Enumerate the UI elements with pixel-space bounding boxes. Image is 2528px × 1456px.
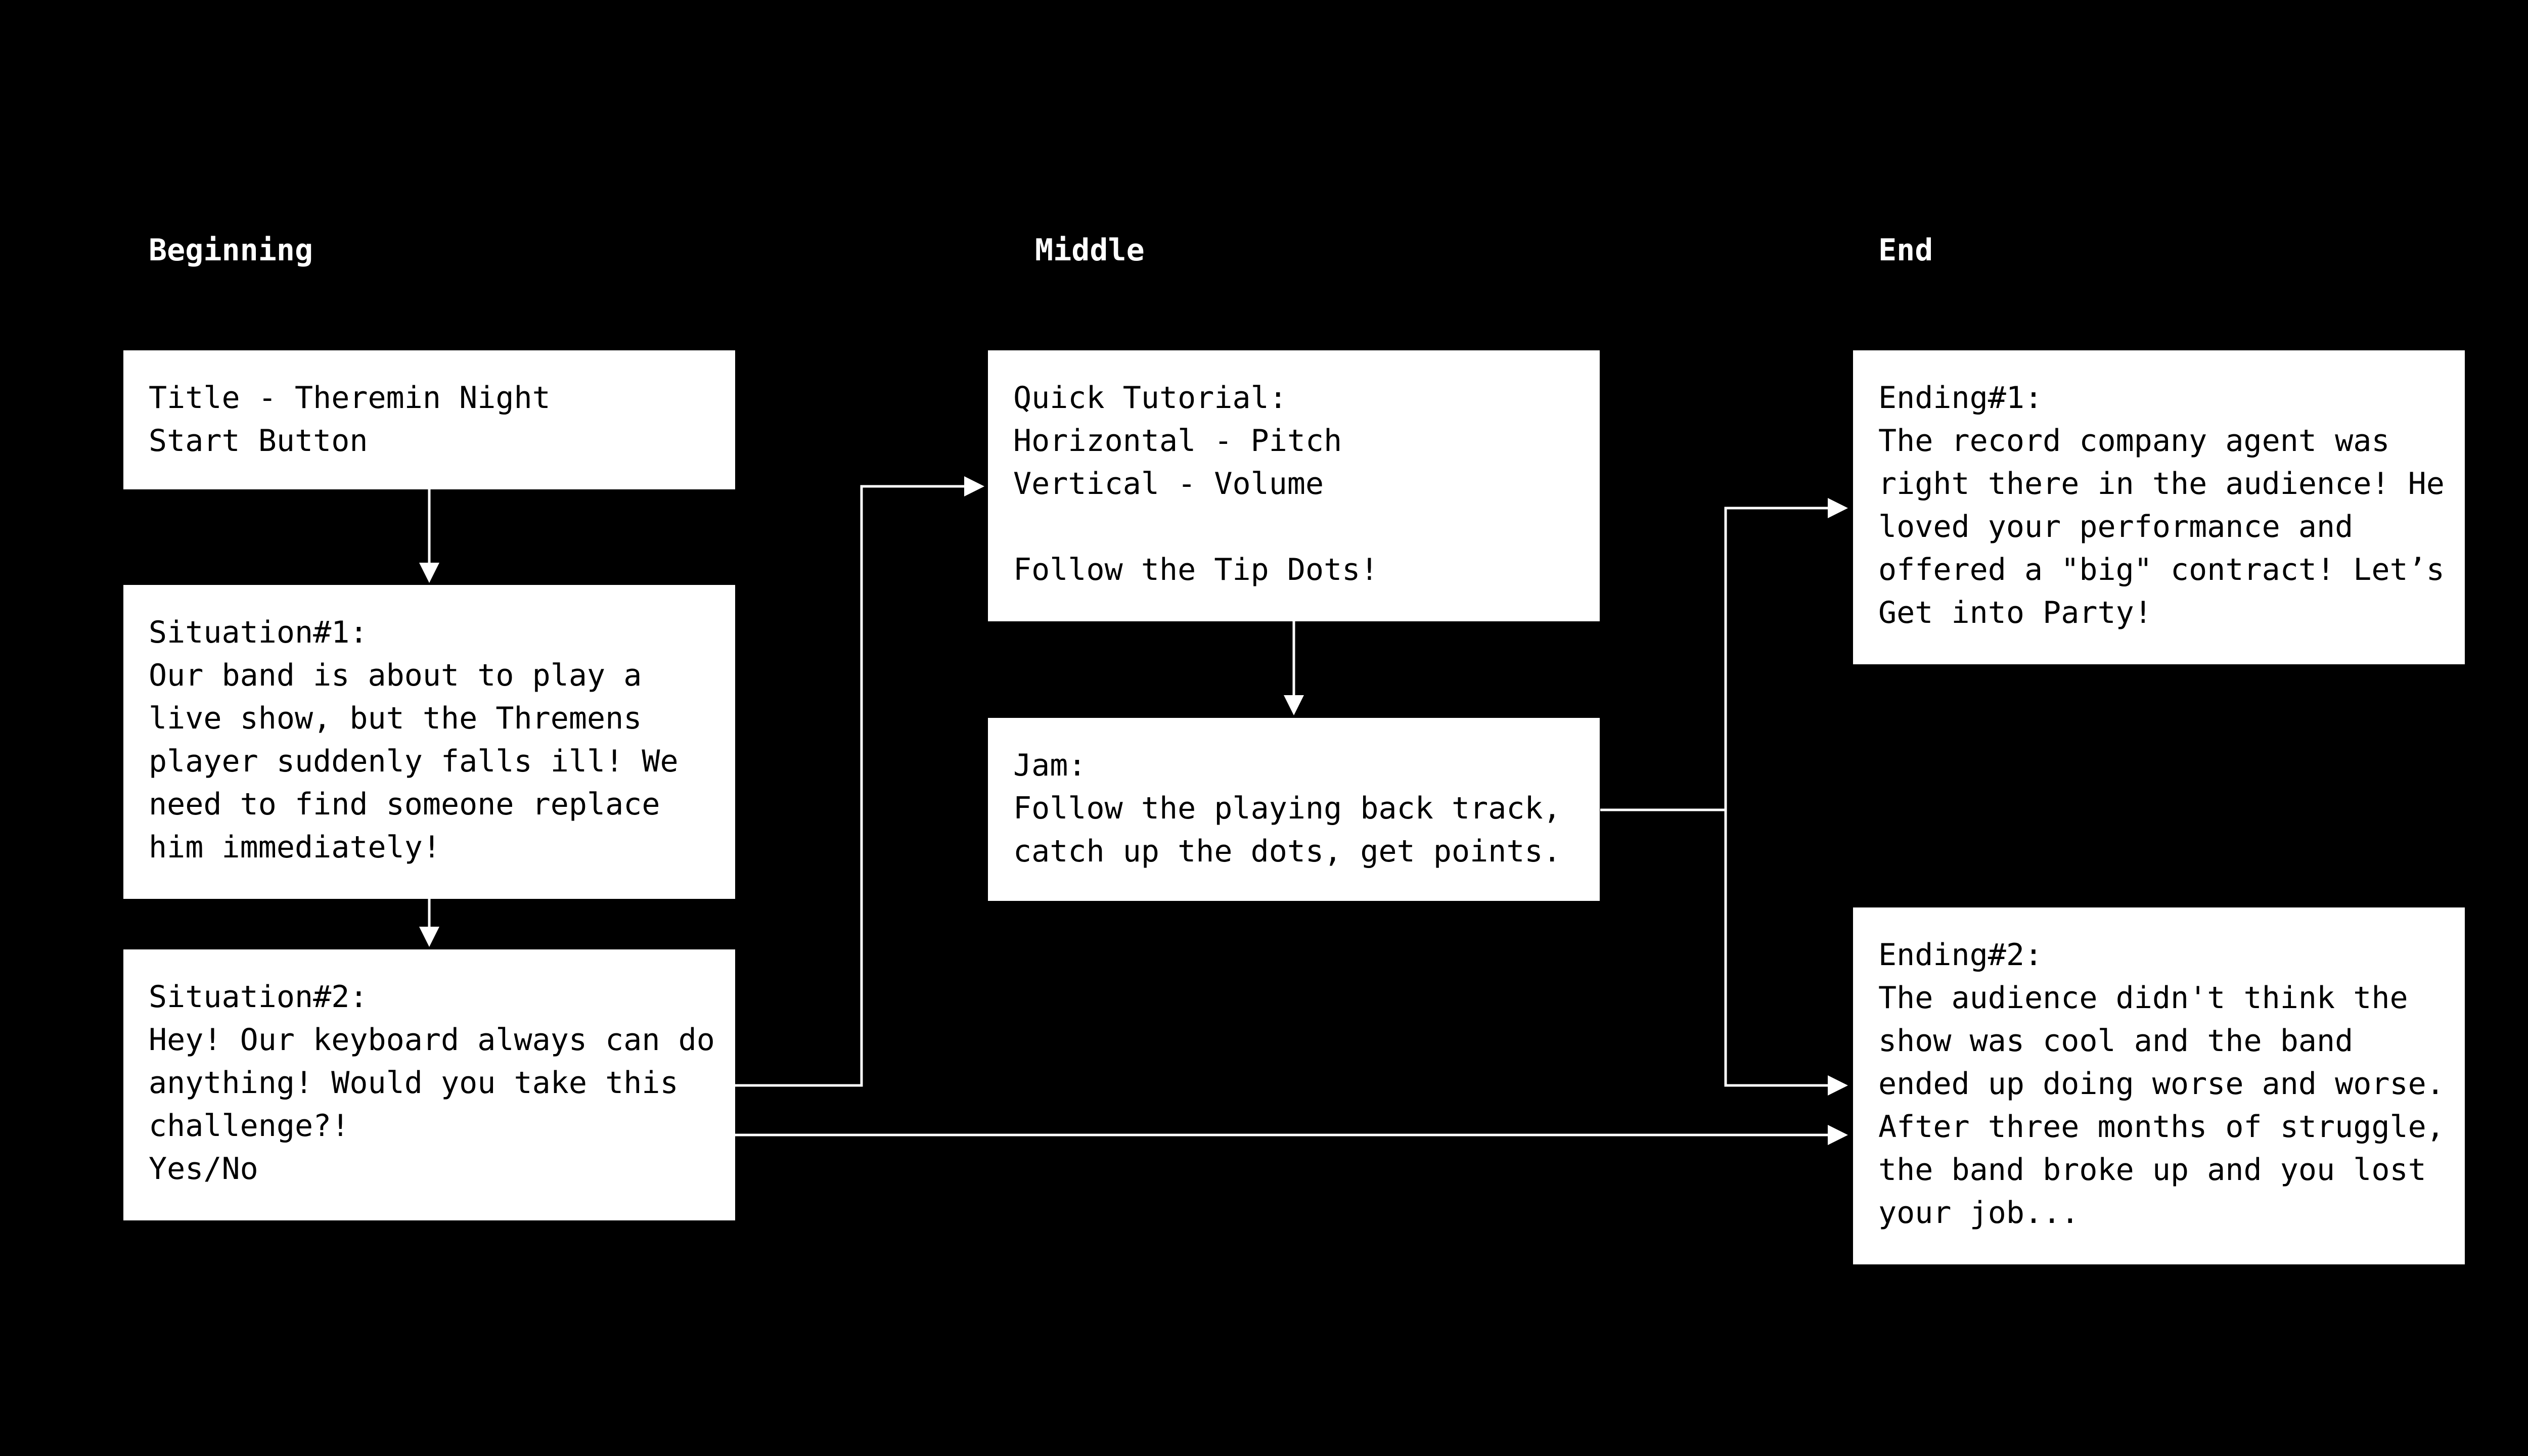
- node-tutorial-line: Quick Tutorial:: [1013, 380, 1287, 416]
- node-title-line: Start Button: [149, 423, 368, 459]
- node-situation1-line: player suddenly falls ill! We: [149, 744, 679, 779]
- node-jam-line: catch up the dots, get points.: [1013, 834, 1561, 869]
- column-heading-beginning: Beginning: [149, 233, 313, 268]
- node-ending2-line: the band broke up and you lost: [1878, 1152, 2426, 1188]
- node-tutorial-line: Horizontal - Pitch: [1013, 423, 1342, 459]
- node-title: Title - Theremin Night Start Button: [123, 350, 735, 489]
- node-ending2-line: The audience didn't think the: [1878, 980, 2408, 1016]
- column-heading-end: End: [1878, 233, 1933, 268]
- column-heading-middle: Middle: [1035, 233, 1145, 268]
- connector-jam-to-ending1: [1600, 498, 1848, 811]
- node-ending2: Ending#2: The audience didn't think the …: [1853, 907, 2465, 1264]
- node-tutorial: Quick Tutorial: Horizontal - Pitch Verti…: [988, 350, 1600, 621]
- node-ending2-line: Ending#2:: [1878, 937, 2043, 973]
- node-situation2-line: challenge?!: [149, 1108, 350, 1144]
- node-ending2-line: show was cool and the band: [1878, 1023, 2354, 1059]
- node-situation1: Situation#1: Our band is about to play a…: [123, 585, 735, 899]
- node-situation1-line: live show, but the Thremens: [149, 701, 642, 736]
- node-tutorial-line: Follow the Tip Dots!: [1013, 552, 1379, 587]
- node-ending1-line: offered a "big" contract! Let’s: [1878, 552, 2445, 587]
- node-ending2-line: After three months of struggle,: [1878, 1109, 2445, 1145]
- node-jam-line: Jam:: [1013, 748, 1087, 783]
- node-ending2-line: your job...: [1878, 1195, 2080, 1231]
- node-ending1-line: The record company agent was: [1878, 423, 2390, 459]
- node-jam-line: Follow the playing back track,: [1013, 791, 1561, 826]
- node-tutorial-line: [1013, 506, 1574, 549]
- node-ending2-line: ended up doing worse and worse.: [1878, 1066, 2445, 1102]
- node-situation2-line: Hey! Our keyboard always can do: [149, 1022, 715, 1058]
- node-situation2: Situation#2: Hey! Our keyboard always ca…: [123, 949, 735, 1220]
- connector-jam-to-ending2: [1724, 810, 1848, 1096]
- node-ending1-line: Ending#1:: [1878, 380, 2043, 416]
- node-jam: Jam: Follow the playing back track, catc…: [988, 718, 1600, 901]
- node-title-line: Title - Theremin Night: [149, 380, 551, 416]
- node-ending1-line: loved your performance and: [1878, 509, 2354, 544]
- node-situation2-line: Yes/No: [149, 1151, 258, 1187]
- node-ending1-line: Get into Party!: [1878, 595, 2152, 630]
- node-situation1-line: Our band is about to play a: [149, 658, 642, 693]
- node-ending1: Ending#1: The record company agent was r…: [1853, 350, 2465, 664]
- connector-situation2-to-tutorial: [735, 476, 984, 1087]
- node-situation2-line: Situation#2:: [149, 979, 368, 1015]
- node-situation1-line: need to find someone replace: [149, 787, 660, 822]
- node-situation1-line: Situation#1:: [149, 615, 368, 650]
- node-tutorial-line: Vertical - Volume: [1013, 466, 1324, 502]
- node-situation2-line: anything! Would you take this: [149, 1065, 679, 1101]
- node-ending1-line: right there in the audience! He: [1878, 466, 2445, 502]
- node-situation1-line: him immediately!: [149, 830, 441, 865]
